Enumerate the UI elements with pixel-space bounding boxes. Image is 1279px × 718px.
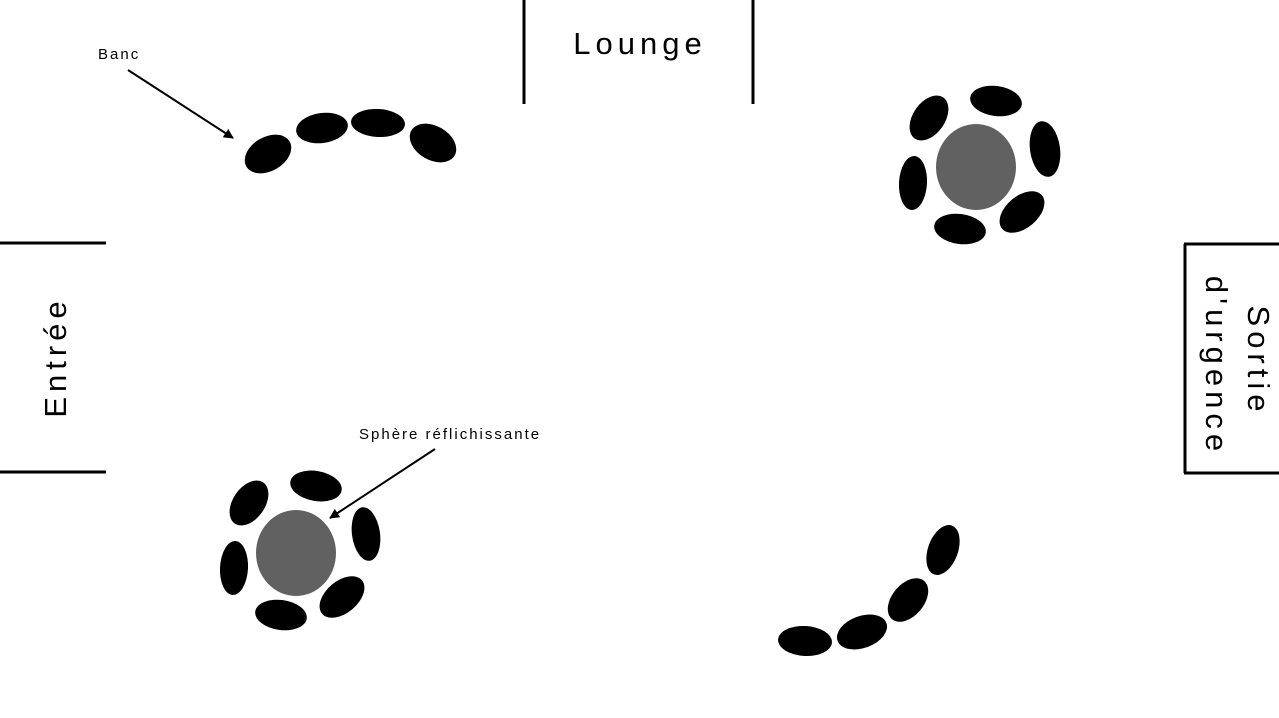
bench-seat bbox=[836, 614, 888, 650]
bench-top-left bbox=[244, 108, 457, 174]
lounge-doorway: Lounge bbox=[522, 0, 755, 104]
cluster-seat bbox=[970, 85, 1022, 117]
cluster-seat bbox=[1029, 121, 1061, 177]
entree-label: Entrée bbox=[38, 296, 73, 417]
bench-seat bbox=[244, 134, 292, 174]
banc-arrow bbox=[127, 69, 234, 139]
sphere-arrow bbox=[329, 448, 436, 519]
bench-bottom-right bbox=[778, 525, 960, 657]
banc-annotation: Banc bbox=[98, 46, 234, 139]
bench-seat bbox=[409, 123, 457, 163]
lounge-label: Lounge bbox=[573, 26, 706, 61]
cluster-seat bbox=[290, 470, 342, 502]
cluster-seat bbox=[255, 599, 307, 631]
reflective-sphere bbox=[936, 124, 1016, 210]
bench-seat bbox=[351, 108, 405, 138]
bench-seat bbox=[778, 625, 832, 657]
sortie-doorway: Sortie d'urgence bbox=[1183, 242, 1279, 475]
sphere-label: Sphère réflichissante bbox=[359, 426, 541, 443]
banc-label: Banc bbox=[98, 46, 140, 63]
cluster-seat bbox=[909, 95, 949, 141]
cluster-seat bbox=[319, 576, 365, 618]
entree-doorway: Entrée bbox=[0, 241, 106, 474]
cluster-seat bbox=[351, 507, 381, 561]
cluster-seat bbox=[999, 191, 1045, 233]
cluster-seat bbox=[219, 541, 249, 595]
bench-seat bbox=[887, 578, 929, 622]
cluster-seat bbox=[898, 156, 928, 210]
reflective-sphere bbox=[256, 510, 336, 596]
bench-seat bbox=[296, 112, 348, 144]
sortie-label-line2: d'urgence bbox=[1199, 276, 1234, 456]
sphere-cluster-bottom-left bbox=[219, 470, 381, 631]
sphere-cluster-top-right bbox=[898, 85, 1061, 245]
sortie-label-line1: Sortie bbox=[1241, 306, 1276, 417]
bench-seat bbox=[926, 525, 960, 575]
cluster-seat bbox=[229, 480, 269, 526]
cluster-seat bbox=[934, 213, 986, 245]
sphere-annotation: Sphère réflichissante bbox=[329, 426, 541, 519]
